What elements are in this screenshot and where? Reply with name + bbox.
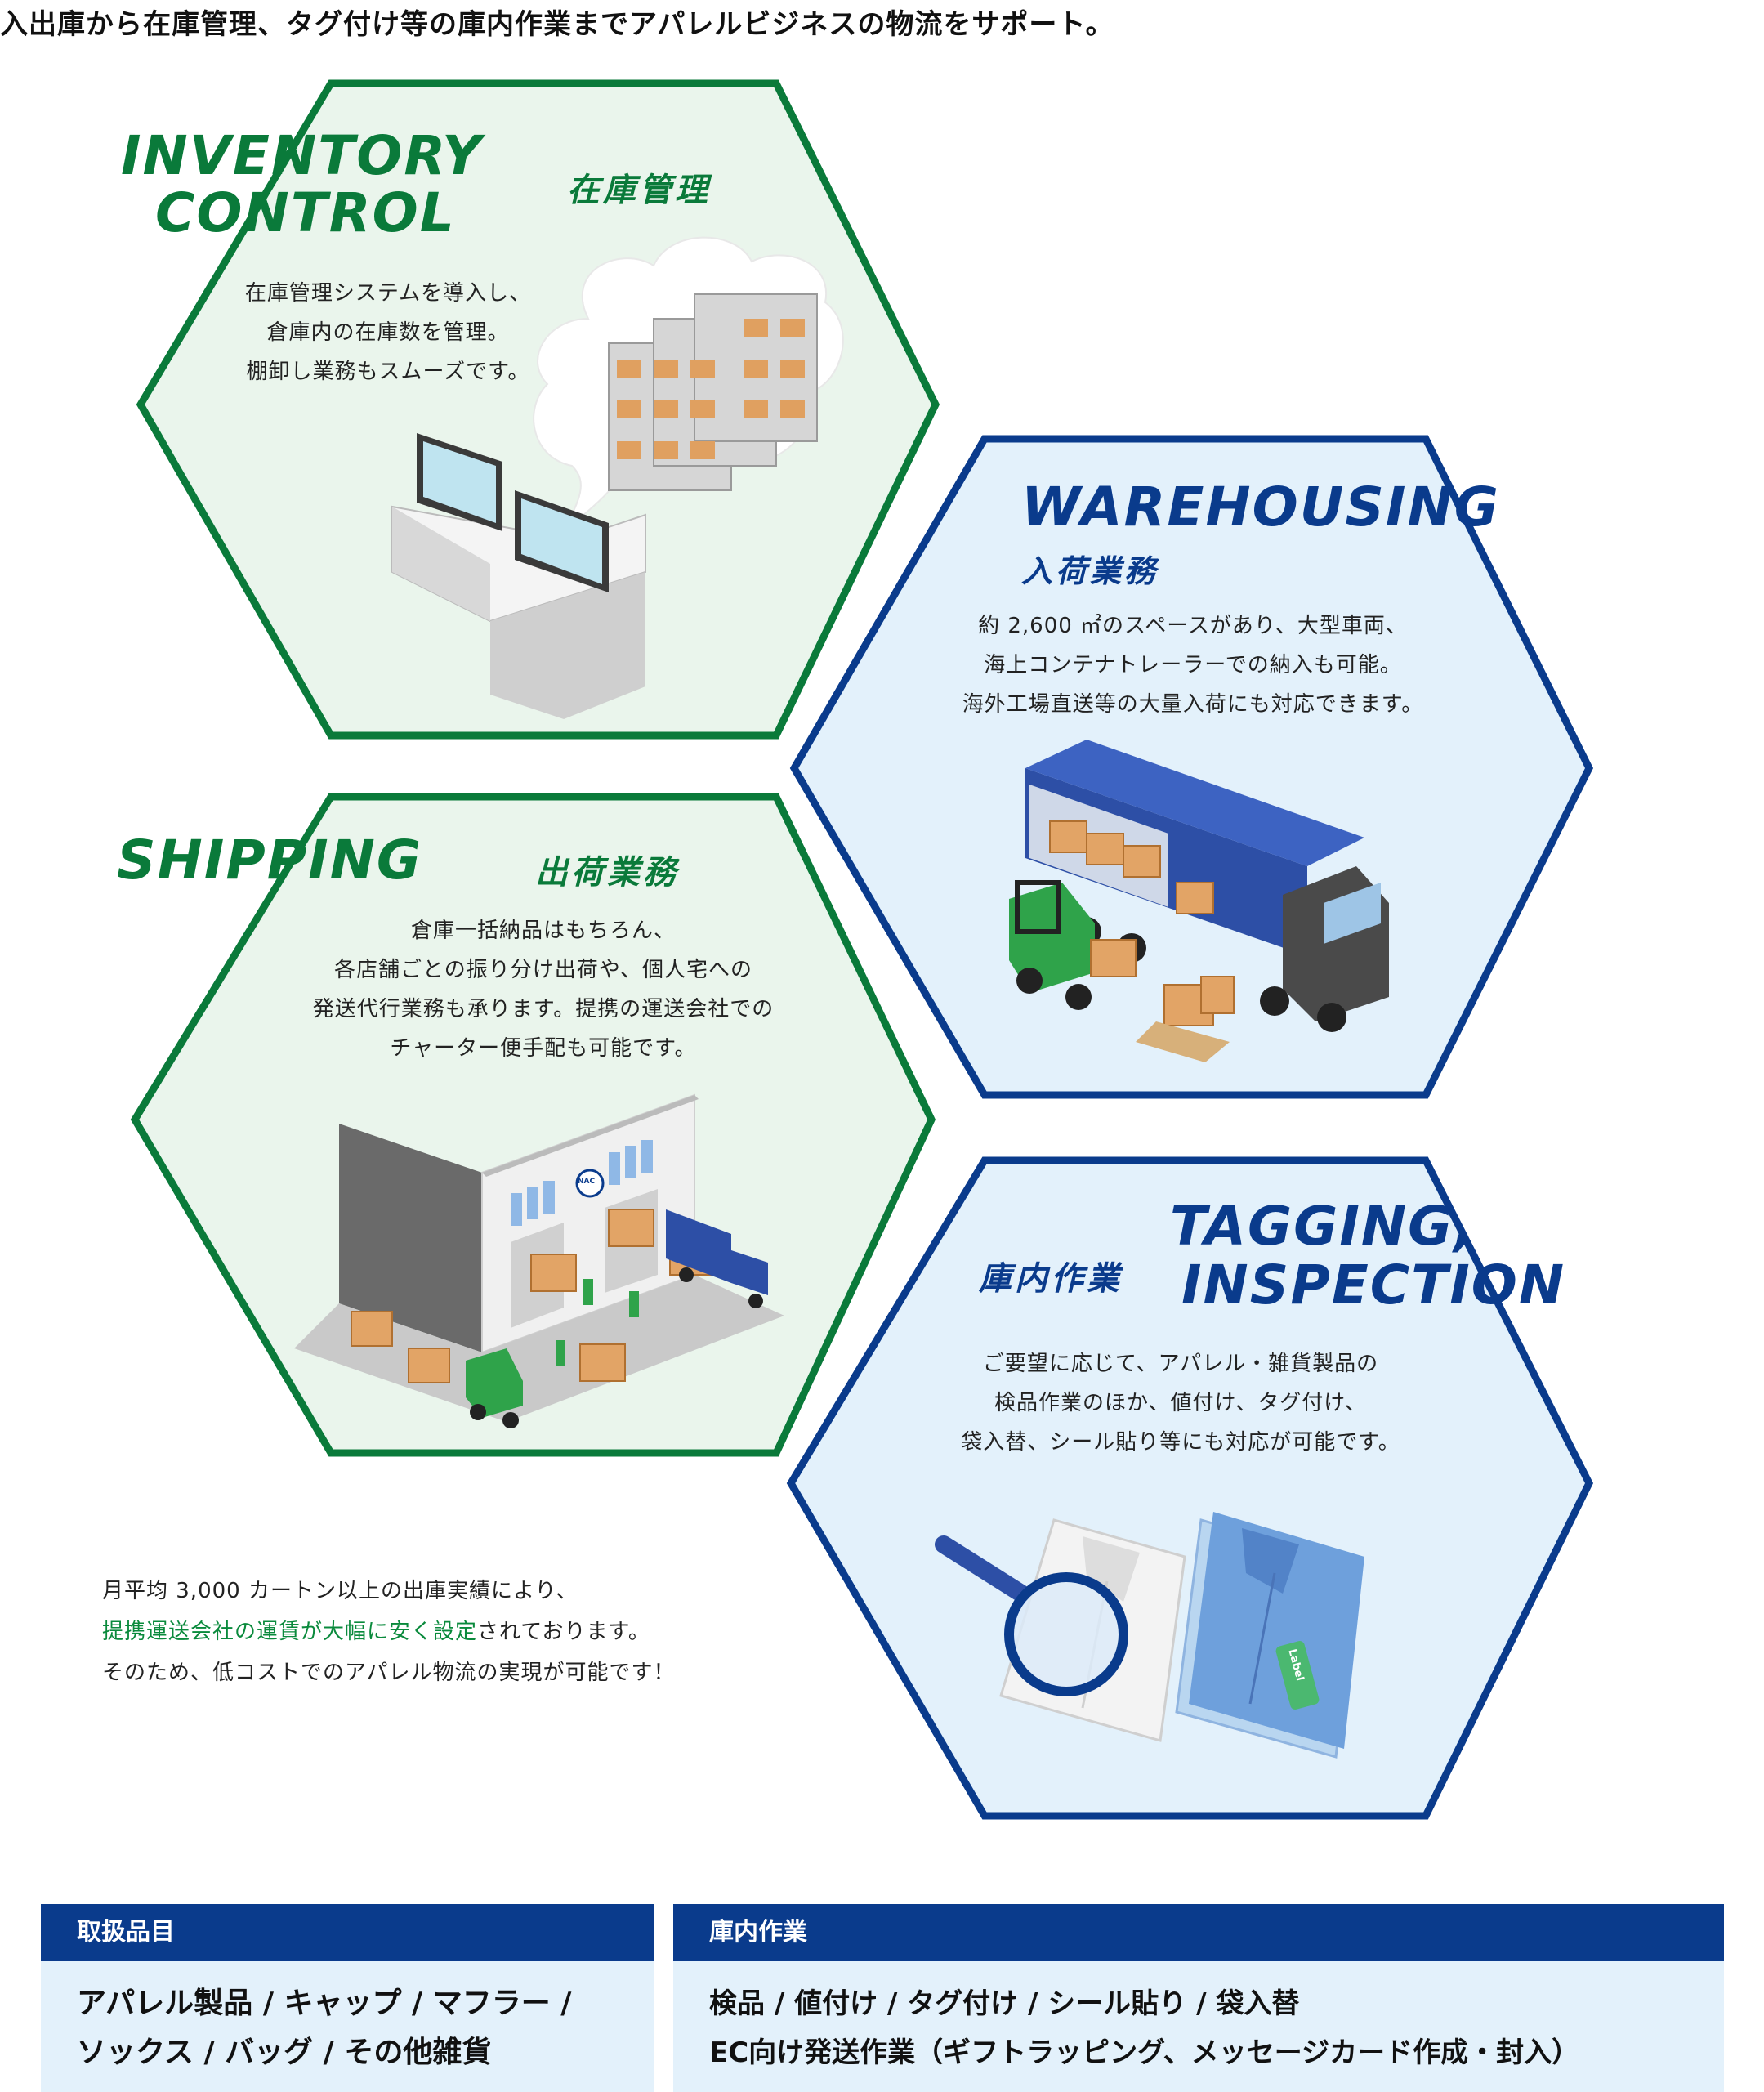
warehousing-desc-line: 約 2,600 ㎡のスペースがあり、大型車両、: [978, 614, 1408, 638]
inventory-title-jp: 在庫管理: [567, 172, 711, 209]
office-computers-and-shelves-illustration: [391, 236, 844, 719]
warehousing-title: WAREHOUSING: [1021, 476, 1500, 539]
tagging-desc-line: 検品作業のほか、値付け、タグ付け、: [994, 1391, 1367, 1415]
items-line: ソックス / バッグ / その他雑貨: [77, 2036, 492, 2069]
note-line-rest: されております。: [477, 1620, 650, 1644]
shipping-title-jp: 出荷業務: [535, 854, 679, 892]
note-highlight: 提携運送会社の運賃が大幅に安く設定: [102, 1620, 478, 1644]
warehousing-desc-line: 海上コンテナトレーラーでの納入も可能。: [984, 653, 1402, 677]
inventory-title-line1: INVENTORY: [121, 124, 483, 187]
inventory-desc-line: 棚卸し業務もスムーズです。: [246, 360, 530, 384]
inventory-title-line2: CONTROL: [155, 181, 456, 244]
inventory-section: INVENTORY CONTROL: [121, 129, 483, 240]
inventory-desc-line: 倉庫内の在庫数を管理。: [266, 320, 510, 345]
shipping-title: SHIPPING: [117, 829, 423, 892]
inventory-description: 在庫管理システムを導入し、 倉庫内の在庫数を管理。 棚卸し業務もスムーズです。: [184, 274, 592, 391]
items-line: アパレル製品 / キャップ / マフラー /: [77, 1987, 572, 2020]
tagging-title-line1: TAGGING,: [1170, 1195, 1476, 1258]
items-table-body: アパレル製品 / キャップ / マフラー / ソックス / バッグ / その他雑…: [41, 1961, 654, 2092]
note-line: そのため、低コストでのアパレル物流の実現が可能です！: [102, 1661, 676, 1685]
warehousing-description: 約 2,600 ㎡のスペースがあり、大型車両、 海上コンテナトレーラーでの納入も…: [907, 606, 1479, 724]
work-line: 検品 / 値付け / タグ付け / シール貼り / 袋入替: [709, 1987, 1300, 2020]
work-table-body: 検品 / 値付け / タグ付け / シール貼り / 袋入替 EC向け発送作業（ギ…: [673, 1961, 1724, 2092]
warehousing-hexagon: [789, 435, 1594, 1099]
cost-note: 月平均 3,000 カートン以上の出庫実績により、 提携運送会社の運賃が大幅に安…: [102, 1571, 675, 1693]
tagging-hexagon: [786, 1156, 1594, 1820]
items-table-header: 取扱品目: [41, 1904, 654, 1961]
nac-sign: NAC: [578, 1178, 596, 1186]
tagging-title-line2: INSPECTION: [1181, 1254, 1566, 1316]
tagging-description: ご要望に応じて、アパレル・雑貨製品の 検品作業のほか、値付け、タグ付け、 袋入替…: [915, 1344, 1446, 1462]
warehouse-loading-dock-illustration: [294, 1093, 784, 1428]
shipping-desc-line: チャーター便手配も可能です。: [390, 1036, 697, 1061]
shipping-description: 倉庫一括納品はもちろん、 各店舗ごとの振り分け出荷や、個人宅への 発送代行業務も…: [261, 911, 825, 1068]
truck-and-forklift-illustration: [1009, 740, 1389, 1062]
shipping-hexagon: [130, 793, 936, 1457]
tagging-title-jp: 庫内作業: [979, 1260, 1123, 1298]
work-line: EC向け発送作業（ギフトラッピング、メッセージカード作成・封入）: [709, 2036, 1580, 2069]
note-line: 提携運送会社の運賃が大幅に安く設定されております。: [102, 1611, 675, 1652]
note-line: 月平均 3,000 カートン以上の出庫実績により、: [102, 1579, 578, 1603]
shipping-desc-line: 発送代行業務も承ります。提携の運送会社での: [312, 997, 775, 1021]
intro-text: 入出庫から在庫管理、タグ付け等の庫内作業までアパレルビジネスの物流をサポート。: [0, 8, 1114, 41]
tagging-title: TAGGING, INSPECTION: [1170, 1200, 1565, 1312]
warehousing-title-jp: 入荷業務: [1021, 553, 1159, 589]
tagging-desc-line: 袋入替、シール貼り等にも対応が可能です。: [961, 1430, 1400, 1455]
shipping-desc-line: 倉庫一括納品はもちろん、: [410, 919, 676, 943]
warehousing-desc-line: 海外工場直送等の大量入荷にも対応できます。: [962, 692, 1424, 717]
work-table-header: 庫内作業: [673, 1904, 1724, 1961]
tagging-desc-line: ご要望に応じて、アパレル・雑貨製品の: [982, 1352, 1379, 1376]
inventory-desc-line: 在庫管理システムを導入し、: [244, 281, 532, 306]
shipping-desc-line: 各店舗ごとの振り分け出荷や、個人宅への: [334, 958, 752, 982]
shirts-and-magnifier-illustration: [935, 1512, 1364, 1759]
